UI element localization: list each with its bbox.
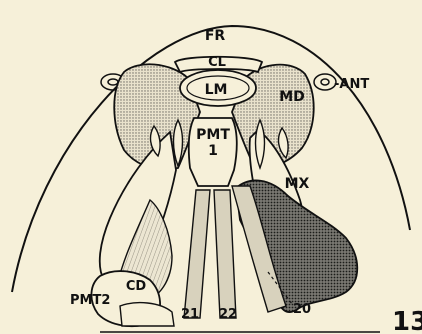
figure-number: 13 bbox=[392, 307, 422, 334]
muscle-22 bbox=[214, 190, 236, 318]
muscle-21 bbox=[184, 190, 210, 318]
label-PMT1-bottom: 1 bbox=[208, 143, 218, 159]
label-MX: MX bbox=[285, 176, 310, 192]
label-CD: CD bbox=[126, 279, 147, 294]
label-FR: FR bbox=[205, 28, 226, 44]
label-PMT1-top: PMT bbox=[196, 127, 230, 143]
label-20: 20 bbox=[293, 302, 311, 317]
label-MD: MD bbox=[279, 89, 305, 105]
label-LM: LM bbox=[205, 82, 228, 98]
antenna-right bbox=[314, 74, 336, 90]
label-PMT2: PMT2 bbox=[70, 293, 110, 308]
prementum-2 bbox=[120, 303, 174, 326]
label-21: 21 bbox=[181, 307, 199, 322]
label-22: 22 bbox=[219, 307, 237, 322]
label-ANT: -ANT bbox=[334, 77, 369, 92]
label-CL: CL bbox=[208, 55, 226, 70]
